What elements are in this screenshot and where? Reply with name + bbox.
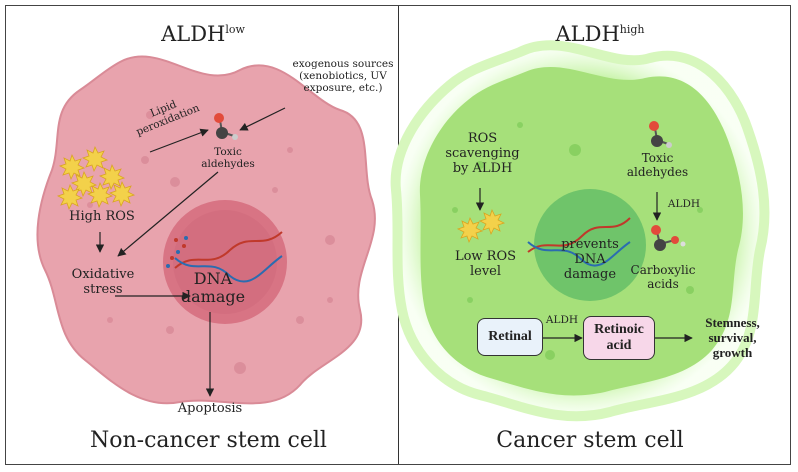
- retinal-box: Retinal: [477, 318, 543, 356]
- cancer-caption: Cancer stem cell: [496, 428, 684, 453]
- aldh-high-title: ALDHhigh: [555, 22, 645, 46]
- aldh-retinal-arrow-label: ALDH: [545, 314, 579, 326]
- carboxylic-acid-molecule-icon: [651, 225, 686, 251]
- ros-star-icon: [456, 208, 506, 244]
- dna-helix-icon: [527, 217, 631, 267]
- dna-helix-icon: [166, 231, 283, 283]
- apoptosis-label: Apoptosis: [177, 401, 243, 416]
- aldh-low-title: ALDHlow: [161, 22, 245, 46]
- non-cancer-caption: Non-cancer stem cell: [90, 428, 327, 453]
- aldehyde-molecule-icon: [214, 113, 238, 140]
- aldehyde-molecule-icon: [649, 121, 672, 148]
- high-ros-label: High ROS: [69, 209, 135, 224]
- ros-star-icon: [56, 145, 136, 211]
- cancer-nucleus: [534, 189, 646, 301]
- aldh-enzyme-arrow-label: ALDH: [667, 198, 701, 210]
- stemness-survival-growth-label: Stemness,survival,growth: [705, 315, 760, 360]
